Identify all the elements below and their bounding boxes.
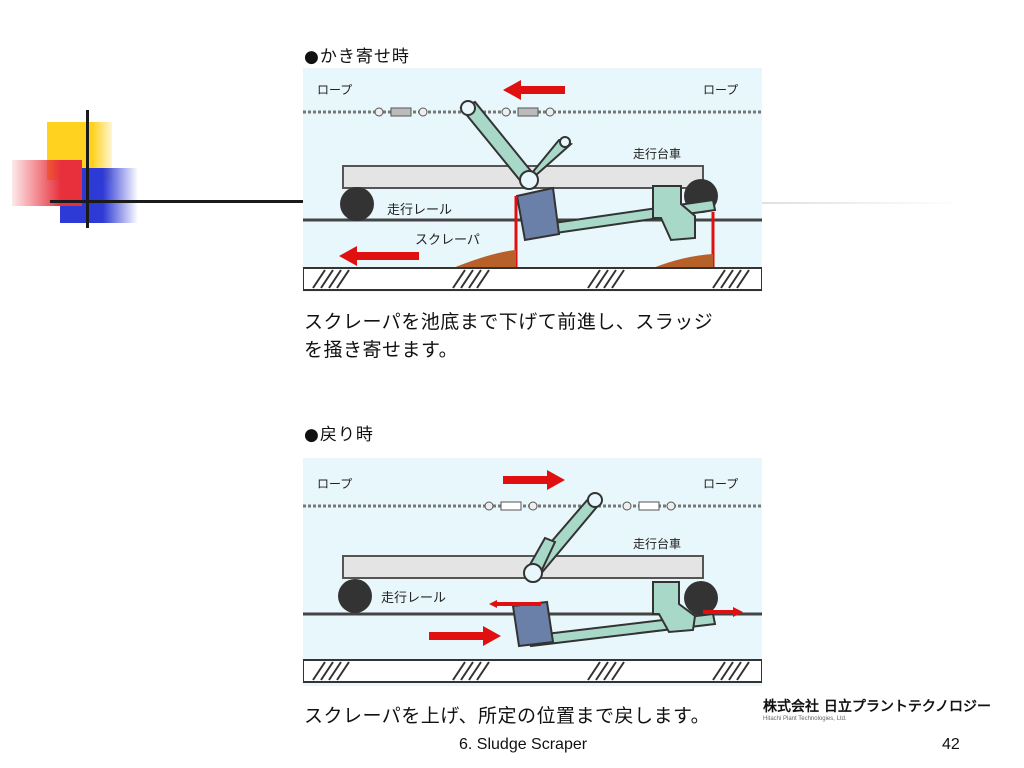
- sludge-pile: [453, 250, 516, 268]
- rail-label: 走行レール: [387, 203, 452, 218]
- section1-caption-line2: を掻き寄せます。: [304, 339, 459, 361]
- rope-pulley: [501, 107, 511, 117]
- section2-caption: スクレーパを上げ、所定の位置まで戻します。: [304, 705, 711, 727]
- scraper-block: [511, 600, 555, 648]
- wheel-right: [684, 581, 718, 615]
- floor-hatching: [312, 269, 750, 289]
- rope-pulley: [528, 501, 538, 511]
- scraper-arrow-left: [339, 246, 419, 266]
- floor-hatching: [312, 661, 750, 681]
- section2-heading: ●戻り時: [304, 425, 374, 445]
- scraper-label: スクレーパ: [415, 233, 480, 248]
- carriage-label: 走行台車: [633, 146, 681, 161]
- motion-arrow-left: [503, 80, 565, 100]
- rail-label: 走行レール: [381, 591, 446, 606]
- section1-diagram: ロープ ロープ 走行台車 走行レール スクレーパ: [303, 68, 762, 292]
- rope-coupler: [500, 501, 522, 511]
- rope-pulley: [622, 501, 632, 511]
- scraper-block: [515, 186, 561, 242]
- motion-arrow-right: [503, 470, 565, 490]
- page-number: 42: [942, 736, 960, 753]
- rope-pulley: [374, 107, 384, 117]
- rear-scraper: [652, 581, 697, 634]
- rope-right-label: ロープ: [703, 83, 738, 97]
- section1-caption-line1: スクレーパを池底まで下げて前進し、スラッジ: [304, 311, 714, 333]
- arm-pivot: [523, 563, 543, 583]
- rope-right-label: ロープ: [703, 477, 738, 491]
- carriage-label: 走行台車: [633, 536, 681, 551]
- rope-left-label: ロープ: [317, 83, 352, 97]
- link-arrow-left: [489, 600, 541, 608]
- arm-pivot: [559, 136, 571, 148]
- section2-diagram-svg: ロープ ロープ 走行台車 走行レール: [303, 470, 762, 683]
- arm-pivot: [587, 492, 603, 508]
- tank-floor: [303, 659, 762, 683]
- rope-pulley: [666, 501, 676, 511]
- scraper-arrow-right: [429, 626, 501, 646]
- deco-vertical-line: [86, 110, 89, 228]
- section1-diagram-svg: ロープ ロープ 走行台車 走行レール スクレーパ: [303, 80, 762, 291]
- deco-red-square: [12, 160, 82, 206]
- section2-diagram: ロープ ロープ 走行台車 走行レール: [303, 458, 762, 686]
- company-logo-jp: 株式会社 日立プラントテクノロジー: [763, 699, 992, 715]
- footer-title: 6. Sludge Scraper: [459, 736, 588, 753]
- rope-coupler: [517, 107, 539, 117]
- wheel-left: [338, 579, 372, 613]
- rope-coupler: [390, 107, 412, 117]
- rope-coupler: [638, 501, 660, 511]
- section1-caption: スクレーパを池底まで下げて前進し、スラッジ を掻き寄せます。: [304, 308, 713, 364]
- link-arrow-right: [703, 607, 743, 617]
- deco-fade-line: [762, 202, 962, 204]
- sludge-pile: [653, 254, 713, 268]
- arm-pivot: [460, 100, 476, 116]
- section1-heading: ●かき寄せ時: [304, 47, 410, 67]
- arm-pivot: [519, 170, 539, 190]
- deco-horizontal-line: [50, 200, 305, 203]
- tank-floor: [303, 267, 762, 291]
- rope-pulley: [418, 107, 428, 117]
- rope-pulley: [545, 107, 555, 117]
- carriage-body: [342, 555, 704, 579]
- wheel-left: [340, 187, 374, 221]
- rope-left-label: ロープ: [317, 477, 352, 491]
- rope-pulley: [484, 501, 494, 511]
- rear-scraper: [652, 185, 696, 242]
- company-logo-en: Hitachi Plant Technologies, Ltd.: [763, 716, 847, 722]
